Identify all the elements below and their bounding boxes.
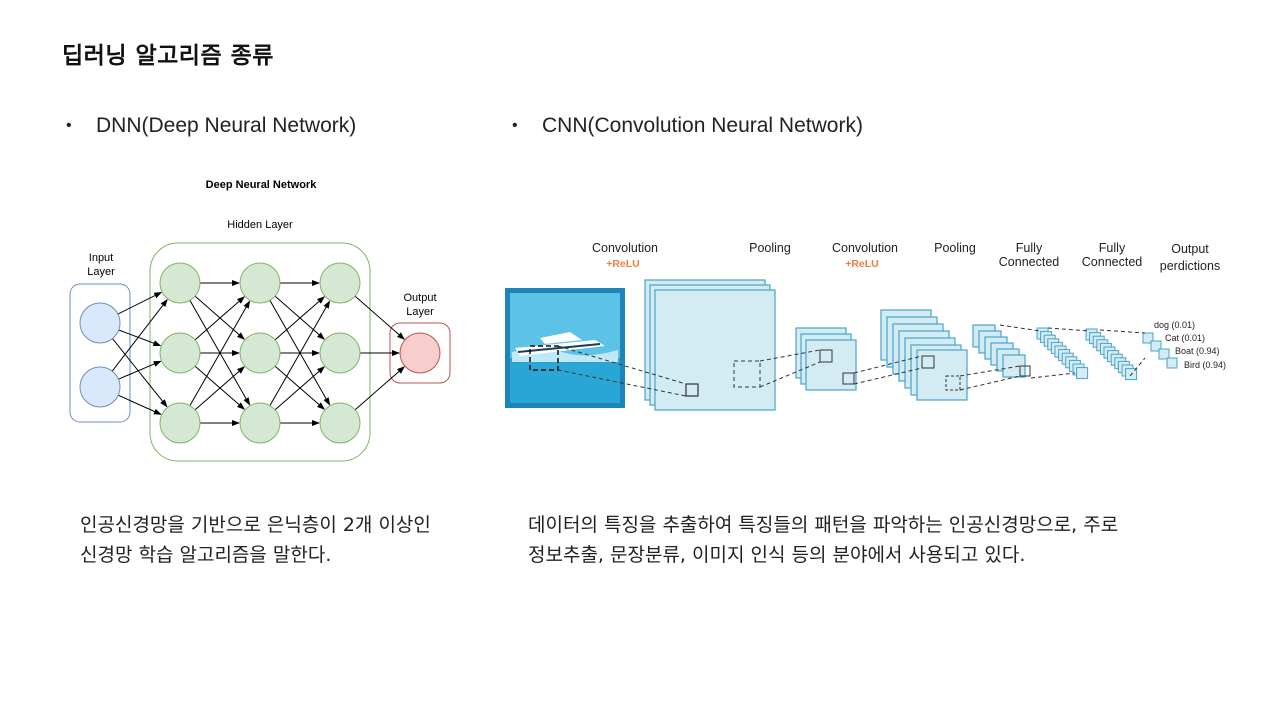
output-layer-label-2: Layer — [406, 306, 434, 318]
cnn-stage-convolution-2: Convolution — [832, 241, 898, 255]
dnn-edge — [118, 329, 162, 347]
pool1-window — [733, 360, 761, 388]
hidden2-node — [239, 332, 281, 374]
hidden1-node — [159, 262, 201, 304]
hidden2-node — [239, 402, 281, 444]
dnn-edge — [274, 366, 325, 411]
dnn-description-line-2: 신경망 학습 알고리즘을 말한다. — [80, 544, 332, 566]
output-units — [1142, 332, 1178, 369]
conv2-feature-maps — [880, 309, 968, 401]
cnn-stage-pooling-2: Pooling — [934, 241, 976, 255]
hidden-layer-label: Hidden Layer — [227, 219, 293, 231]
hidden3-node — [319, 332, 361, 374]
cnn-stage-fc-1a: Fully — [1016, 241, 1043, 255]
bullet-cnn-text: CNN(Convolution Neural Network) — [542, 114, 863, 137]
dnn-title: Deep Neural Network — [206, 179, 318, 191]
cnn-stage-relu-2: +ReLU — [845, 258, 879, 270]
fc1-unit — [1076, 367, 1089, 380]
conv1-feature-maps — [644, 279, 776, 411]
cnn-stage-fc-2b: Connected — [1082, 255, 1143, 269]
dnn-edge — [189, 300, 251, 406]
dnn-nodes — [79, 262, 441, 444]
dnn-diagram: Deep Neural Network Hidden Layer Input L… — [69, 179, 451, 462]
cnn-stage-relu-1: +ReLU — [606, 258, 640, 270]
bullet-cnn: • CNN(Convolution Neural Network) — [512, 114, 863, 138]
cnn-stage-convolution-1: Convolution — [592, 241, 658, 255]
dnn-edge — [118, 360, 162, 380]
pool1-feature-maps — [795, 327, 857, 391]
output-node — [399, 332, 441, 374]
pool2-feature-maps — [972, 324, 1026, 378]
input-node — [79, 302, 121, 344]
bullet-dot: • — [512, 117, 518, 134]
bullet-dnn: • DNN(Deep Neural Network) — [66, 114, 356, 138]
dnn-edge — [111, 298, 168, 372]
dnn-edge — [354, 366, 405, 411]
input-layer-label-2: Layer — [87, 266, 115, 278]
dnn-description: 인공신경망을 기반으로 은닉층이 2개 이상인 신경망 학습 알고리즘을 말한다… — [80, 510, 480, 570]
output-bird: Bird (0.94) — [1184, 360, 1226, 370]
bullet-dnn-text: DNN(Deep Neural Network) — [96, 114, 357, 137]
cnn-diagram: Convolution +ReLU Pooling Convolution +R… — [505, 241, 1226, 411]
pool1-kernel-b — [842, 372, 855, 385]
pool1-kernel-a — [819, 349, 833, 363]
dnn-edge — [354, 295, 405, 340]
output-layer-label-1: Output — [403, 292, 436, 304]
pool2-kernel — [1019, 365, 1031, 377]
bullet-dot: • — [66, 117, 72, 134]
dnn-edge — [194, 296, 245, 341]
dnn-connections — [111, 280, 405, 426]
hidden3-node — [319, 402, 361, 444]
dnn-edge — [118, 394, 162, 415]
fc2-units — [1085, 328, 1138, 381]
slide-title: 딥러닝 알고리즘 종류 — [62, 43, 274, 69]
cnn-description-line-2: 정보추출, 문장분류, 이미지 인식 등의 분야에서 사용되고 있다. — [528, 544, 1026, 566]
hidden1-node — [159, 402, 201, 444]
conv1-kernel — [685, 383, 699, 397]
output-dog: dog (0.01) — [1154, 320, 1195, 330]
hidden1-node — [159, 332, 201, 374]
dnn-edge — [269, 300, 331, 406]
dnn-edge — [117, 291, 163, 315]
cnn-stage-fc-2a: Fully — [1099, 241, 1126, 255]
hidden2-node — [239, 262, 281, 304]
boat-image — [505, 288, 625, 408]
dnn-edge — [274, 296, 325, 341]
pool2-window — [945, 375, 961, 391]
cnn-description-line-1: 데이터의 특징을 추출하여 특징들의 패턴을 파악하는 인공신경망으로, 주로 — [528, 514, 1119, 536]
cnn-connectors — [557, 324, 1146, 397]
cnn-stage-pooling-1: Pooling — [749, 241, 791, 255]
input-node — [79, 366, 121, 408]
fc1-units — [1036, 327, 1089, 380]
dnn-edge — [112, 338, 168, 408]
cnn-stage-fc-1b: Connected — [999, 255, 1060, 269]
output-cat: Cat (0.01) — [1165, 333, 1205, 343]
hidden3-node — [319, 262, 361, 304]
input-layer-label-1: Input — [89, 252, 113, 264]
output-boat: Boat (0.94) — [1175, 346, 1220, 356]
cnn-stage-output-b: perdictions — [1160, 259, 1220, 273]
input-layer-box — [69, 283, 131, 423]
cnn-description: 데이터의 특징을 추출하여 특징들의 패턴을 파악하는 인공신경망으로, 주로 … — [528, 510, 1188, 570]
cnn-stage-output-a: Output — [1171, 242, 1209, 256]
dnn-edge — [194, 366, 245, 411]
conv2-kernel — [921, 355, 935, 369]
dnn-description-line-1: 인공신경망을 기반으로 은닉층이 2개 이상인 — [80, 514, 431, 536]
hidden-layer-box — [149, 242, 371, 462]
